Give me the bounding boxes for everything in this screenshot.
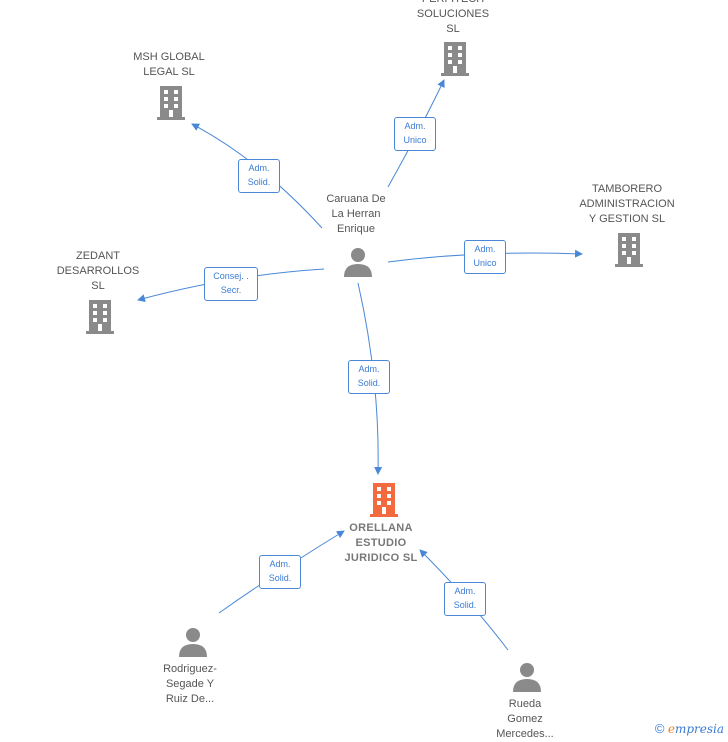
edge-label-tamborero[interactable]: Adm. Unico [464,240,506,274]
edge-label-rueda[interactable]: Adm. Solid. [444,582,486,616]
edge-label-msh[interactable]: Adm. Solid. [238,159,280,193]
edge-label-orellana[interactable]: Adm. Solid. [348,360,390,394]
building-icon [86,300,114,334]
node-caruana[interactable]: Caruana De La Herran Enrique [301,192,411,237]
node-label-perfitech: PERFITECH SOLUCIONES SL [416,0,490,35]
node-label-zedant: ZEDANT DESARROLLOS SL [56,250,140,292]
brand-rest: mpresia [674,722,724,736]
node-rueda[interactable]: Rueda Gomez Mercedes... [470,697,580,742]
brand-logo: © empresia [655,721,724,736]
edge-label-zedant[interactable]: Consej. . Secr. [204,267,258,301]
building-icon-focus [370,483,398,517]
node-label-orellana: ORELLANA ESTUDIO JURIDICO SL [344,522,418,564]
copyright-icon: © [654,721,665,736]
person-icon [344,248,372,277]
node-label-rueda: Rueda Gomez Mercedes... [496,698,554,740]
node-tamborero[interactable]: TAMBORERO ADMINISTRACION Y GESTION SL [572,182,682,227]
edge-label-rodriguez[interactable]: Adm. Solid. [259,555,301,589]
node-label-rodriguez: Rodriguez- Segade Y Ruiz De... [163,663,217,705]
node-zedant[interactable]: ZEDANT DESARROLLOS SL [43,249,153,294]
person-icon [513,663,541,692]
building-icon [441,42,469,76]
node-msh[interactable]: MSH GLOBAL LEGAL SL [114,50,224,80]
node-label-caruana: Caruana De La Herran Enrique [326,193,386,235]
node-orellana[interactable]: ORELLANA ESTUDIO JURIDICO SL [326,521,436,566]
node-label-tamborero: TAMBORERO ADMINISTRACION Y GESTION SL [579,183,675,225]
node-rodriguez[interactable]: Rodriguez- Segade Y Ruiz De... [135,662,245,707]
node-perfitech[interactable]: PERFITECH SOLUCIONES SL [398,0,508,37]
edge-label-perfitech[interactable]: Adm. Unico [394,117,436,151]
person-icon [179,628,207,657]
building-icon [615,233,643,267]
brand-e: e [667,722,675,736]
node-label-msh: MSH GLOBAL LEGAL SL [133,51,205,78]
building-icon [157,86,185,120]
